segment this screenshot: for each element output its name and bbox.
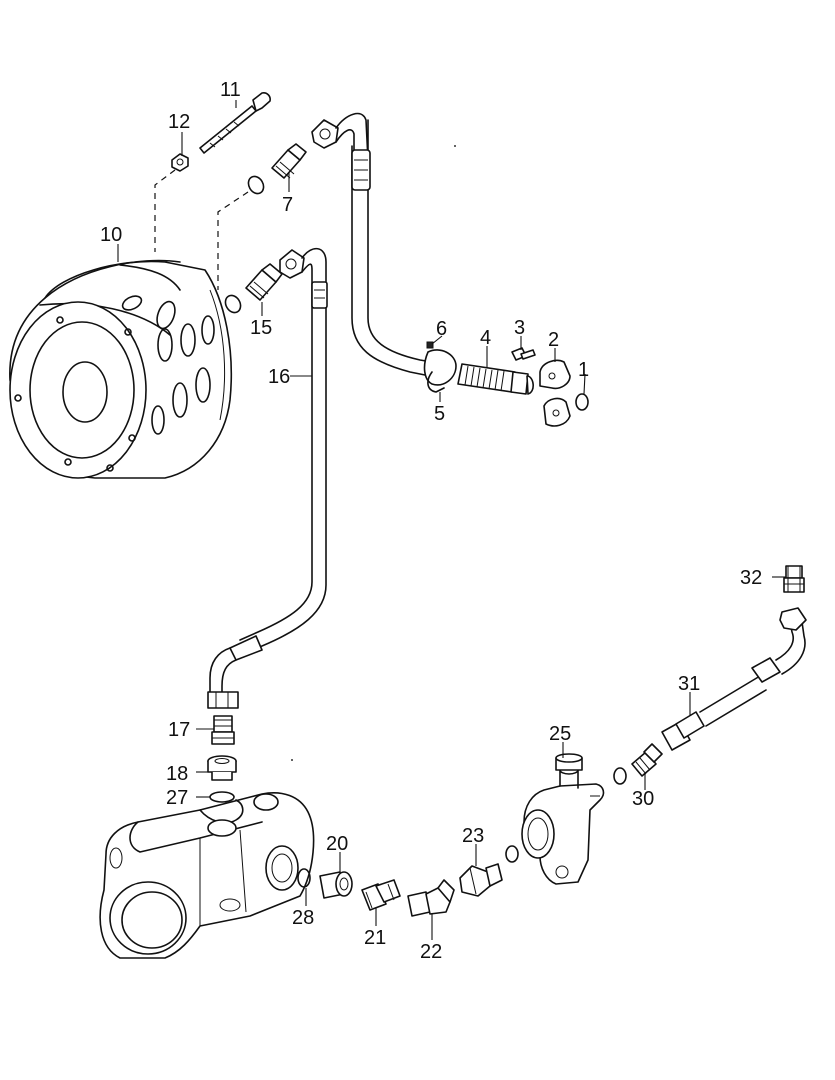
callout-16: 16	[268, 366, 290, 388]
leader-lines	[117, 100, 786, 940]
part-25-valve-block	[521, 753, 605, 885]
callout-23: 23	[462, 825, 484, 847]
part-21-nipple	[361, 879, 401, 911]
part-23-union	[459, 863, 503, 897]
part-6-plug	[426, 341, 434, 349]
part-7-adapter	[271, 143, 307, 179]
callout-17: 17	[168, 719, 190, 741]
callout-15: 15	[250, 317, 272, 339]
part-15-adapter	[245, 263, 283, 301]
callout-4: 4	[480, 327, 491, 349]
part-5-clamp	[423, 349, 457, 393]
part-22-elbow	[407, 879, 455, 917]
o-ring-23	[505, 845, 519, 863]
part-28-o-ring	[297, 868, 311, 888]
part-31-hose	[661, 607, 807, 751]
callout-7: 7	[282, 194, 293, 216]
callout-31: 31	[678, 673, 700, 695]
valve-body-left	[99, 792, 315, 959]
callout-21: 21	[364, 927, 386, 949]
part-18-reducer	[207, 755, 237, 781]
callout-5: 5	[434, 403, 445, 425]
scan-dot	[291, 759, 293, 761]
part-11-bolt	[199, 92, 271, 154]
part-27-o-ring	[209, 791, 235, 803]
callout-1: 1	[578, 359, 589, 381]
part-30-adapter	[631, 743, 663, 777]
part-1-o-ring	[575, 393, 589, 411]
callout-27: 27	[166, 787, 188, 809]
scan-dot	[454, 145, 456, 147]
alignment-line-fitting	[217, 191, 249, 290]
callout-25: 25	[549, 723, 571, 745]
callout-6: 6	[436, 318, 447, 340]
part-4-hose	[457, 363, 534, 395]
o-ring-upper	[247, 175, 265, 195]
callout-22: 22	[420, 941, 442, 963]
callout-3: 3	[514, 317, 525, 339]
part-12-nut	[171, 153, 189, 172]
callout-11: 11	[220, 79, 241, 101]
alignment-line-bolt	[154, 169, 176, 252]
part-10-housing	[9, 259, 233, 479]
callout-18: 18	[166, 763, 188, 785]
part-2-flange	[539, 359, 571, 427]
callout-labels: 11 12 7 10 15 16 6 4 3 2 1 5 32 31 17 25…	[100, 79, 762, 963]
callout-12: 12	[168, 111, 190, 133]
part-17-union	[211, 715, 235, 745]
o-ring-15	[224, 294, 242, 314]
callout-32: 32	[740, 567, 762, 589]
part-3-screw	[511, 347, 536, 361]
callout-30: 30	[632, 788, 654, 810]
callout-10: 10	[100, 224, 122, 246]
part-20-plug	[319, 871, 353, 899]
callout-2: 2	[548, 329, 559, 351]
part-32-connector	[783, 565, 805, 593]
callout-20: 20	[326, 833, 348, 855]
upper-hydraulic-pipe	[311, 112, 433, 377]
part-16-pipe	[207, 247, 328, 709]
callout-28: 28	[292, 907, 314, 929]
o-ring-30	[613, 767, 627, 785]
